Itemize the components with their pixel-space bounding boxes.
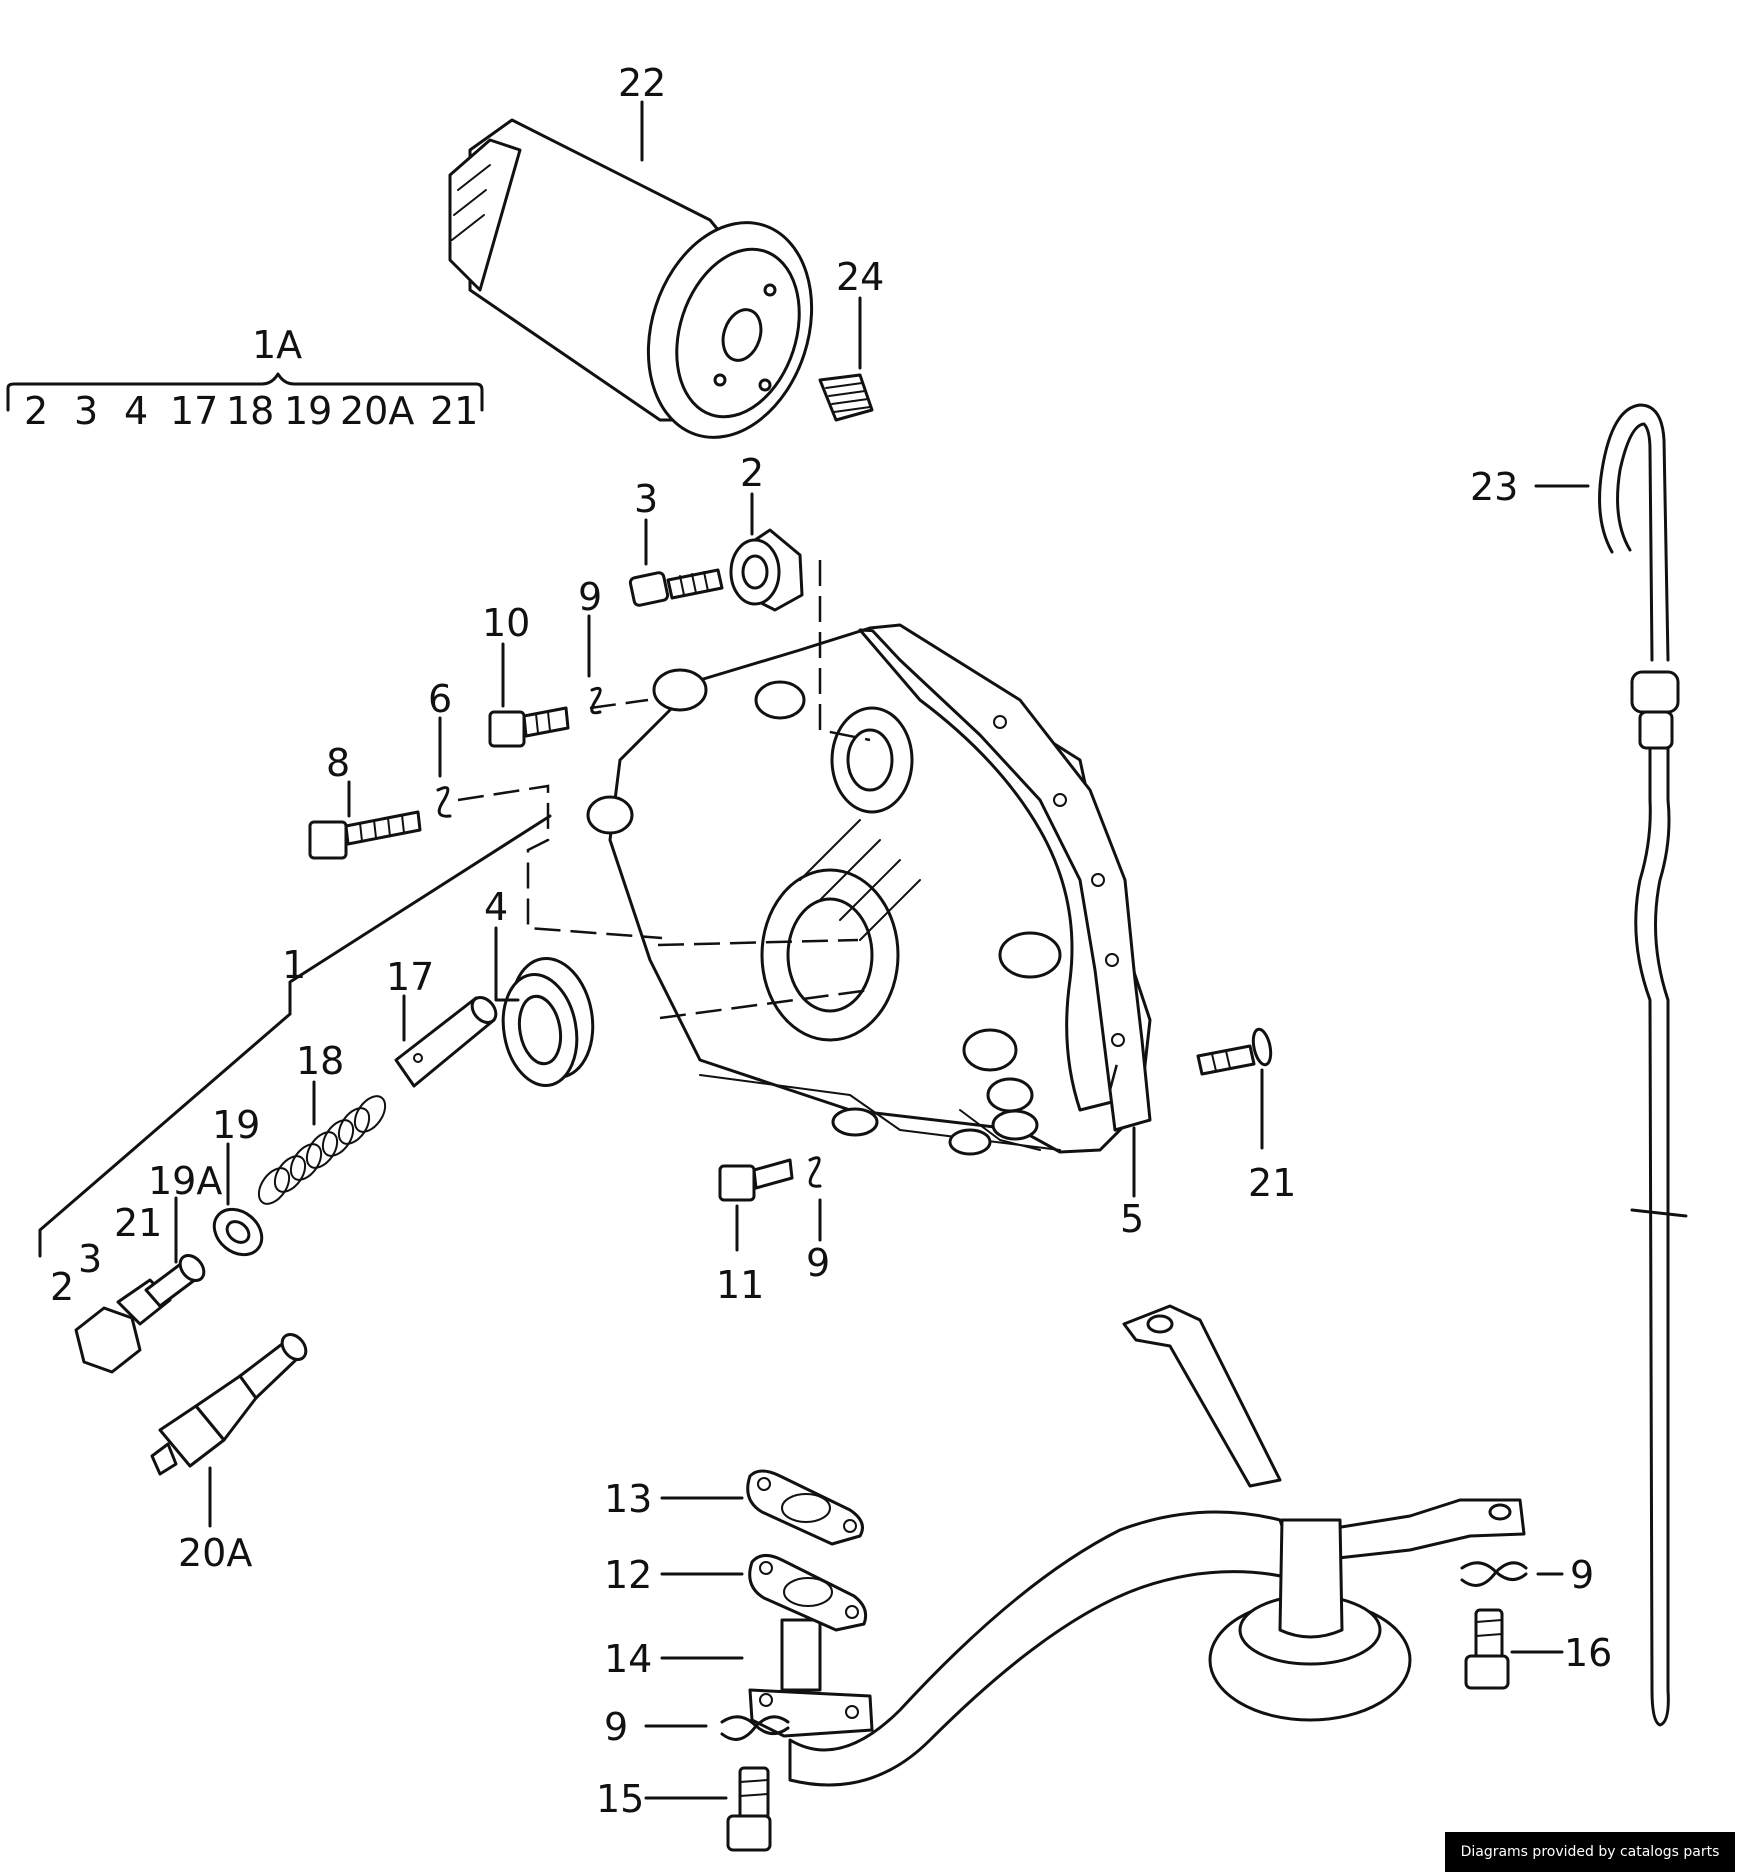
label-6: 6 bbox=[428, 677, 452, 721]
kit-item-2: 2 bbox=[24, 389, 48, 433]
plug-assembly bbox=[74, 1253, 206, 1374]
leader-4 bbox=[494, 926, 520, 1002]
washer-9-right bbox=[1460, 1561, 1528, 1587]
oil-pump-housing bbox=[586, 623, 1152, 1156]
label-9c: 9 bbox=[604, 1705, 628, 1749]
washer-9-lower bbox=[808, 1156, 822, 1188]
leader-1-upper bbox=[288, 814, 552, 1016]
kit-1a-group: 1A 2 3 4 17 18 19 20A 21 bbox=[6, 323, 484, 433]
label-17: 17 bbox=[386, 955, 434, 999]
bolt-8 bbox=[308, 810, 422, 860]
dashline-2 bbox=[818, 560, 871, 742]
flange-12 bbox=[748, 1554, 868, 1632]
washer-19 bbox=[212, 1207, 264, 1257]
label-21a: 21 bbox=[114, 1201, 162, 1245]
dipstick-23 bbox=[1598, 403, 1688, 1727]
label-14: 14 bbox=[604, 1637, 652, 1681]
credit-banner: Diagrams provided by catalogs parts bbox=[1445, 1832, 1735, 1872]
leader-1-lower bbox=[38, 1012, 292, 1258]
screw-21 bbox=[1196, 1027, 1273, 1076]
gasket-13 bbox=[746, 1469, 864, 1546]
label-13: 13 bbox=[604, 1477, 652, 1521]
kit-item-18: 18 bbox=[226, 389, 274, 433]
kit-item-17: 17 bbox=[170, 389, 218, 433]
label-20a: 20A bbox=[178, 1531, 252, 1575]
dashline-5 bbox=[1108, 1059, 1120, 1091]
kit-item-21: 21 bbox=[430, 389, 478, 433]
label-2: 2 bbox=[740, 451, 764, 495]
label-3b: 3 bbox=[78, 1237, 102, 1281]
oil-sender-20a bbox=[150, 1332, 308, 1476]
label-8: 8 bbox=[326, 741, 350, 785]
label-9b: 9 bbox=[806, 1241, 830, 1285]
washer-9-upper bbox=[590, 686, 602, 715]
label-2b: 2 bbox=[50, 1265, 74, 1309]
dashline-4 bbox=[657, 938, 859, 947]
label-12: 12 bbox=[604, 1553, 652, 1597]
threaded-stud-24 bbox=[818, 373, 874, 422]
bolt-15 bbox=[726, 1766, 772, 1852]
kit-title: 1A bbox=[252, 323, 302, 367]
kit-item-3: 3 bbox=[74, 389, 98, 433]
label-10: 10 bbox=[482, 601, 530, 645]
spring-18 bbox=[257, 1095, 387, 1205]
kit-item-4: 4 bbox=[124, 389, 148, 433]
label-22: 22 bbox=[618, 61, 666, 105]
kit-item-20a: 20A bbox=[340, 389, 414, 433]
label-9a: 9 bbox=[578, 575, 602, 619]
dipstick-grip bbox=[1630, 670, 1680, 714]
oil-pickup-assembly bbox=[748, 1304, 1526, 1787]
dashline-8 bbox=[457, 784, 663, 940]
oil-filter-22 bbox=[448, 118, 814, 439]
washer-9-pickup bbox=[720, 1715, 790, 1741]
label-19: 19 bbox=[212, 1103, 260, 1147]
label-5: 5 bbox=[1120, 1197, 1144, 1241]
bolt-3 bbox=[628, 568, 724, 607]
pin-17 bbox=[394, 995, 498, 1088]
label-21: 21 bbox=[1248, 1161, 1296, 1205]
bolt-16 bbox=[1464, 1608, 1510, 1690]
label-15: 15 bbox=[596, 1777, 644, 1821]
dashline-10 bbox=[589, 698, 649, 710]
gasket-5 bbox=[868, 623, 1152, 1132]
label-3: 3 bbox=[634, 477, 658, 521]
label-24: 24 bbox=[836, 255, 884, 299]
label-16: 16 bbox=[1564, 1631, 1612, 1675]
label-11: 11 bbox=[716, 1263, 764, 1307]
seal-4 bbox=[501, 957, 595, 1088]
pickup-bracket bbox=[1122, 1304, 1282, 1488]
kit-bracket bbox=[6, 372, 484, 412]
label-19a: 19A bbox=[148, 1159, 222, 1203]
label-9d: 9 bbox=[1570, 1553, 1594, 1597]
label-18: 18 bbox=[296, 1039, 344, 1083]
label-4: 4 bbox=[484, 885, 508, 929]
bolt-10 bbox=[488, 706, 570, 748]
washer-6 bbox=[436, 786, 452, 818]
kit-item-19: 19 bbox=[284, 389, 332, 433]
plug-2 bbox=[729, 528, 804, 612]
bolt-11 bbox=[718, 1158, 794, 1202]
label-1: 1 bbox=[282, 943, 306, 987]
label-23: 23 bbox=[1470, 465, 1518, 509]
pickup-flange bbox=[748, 1688, 874, 1738]
